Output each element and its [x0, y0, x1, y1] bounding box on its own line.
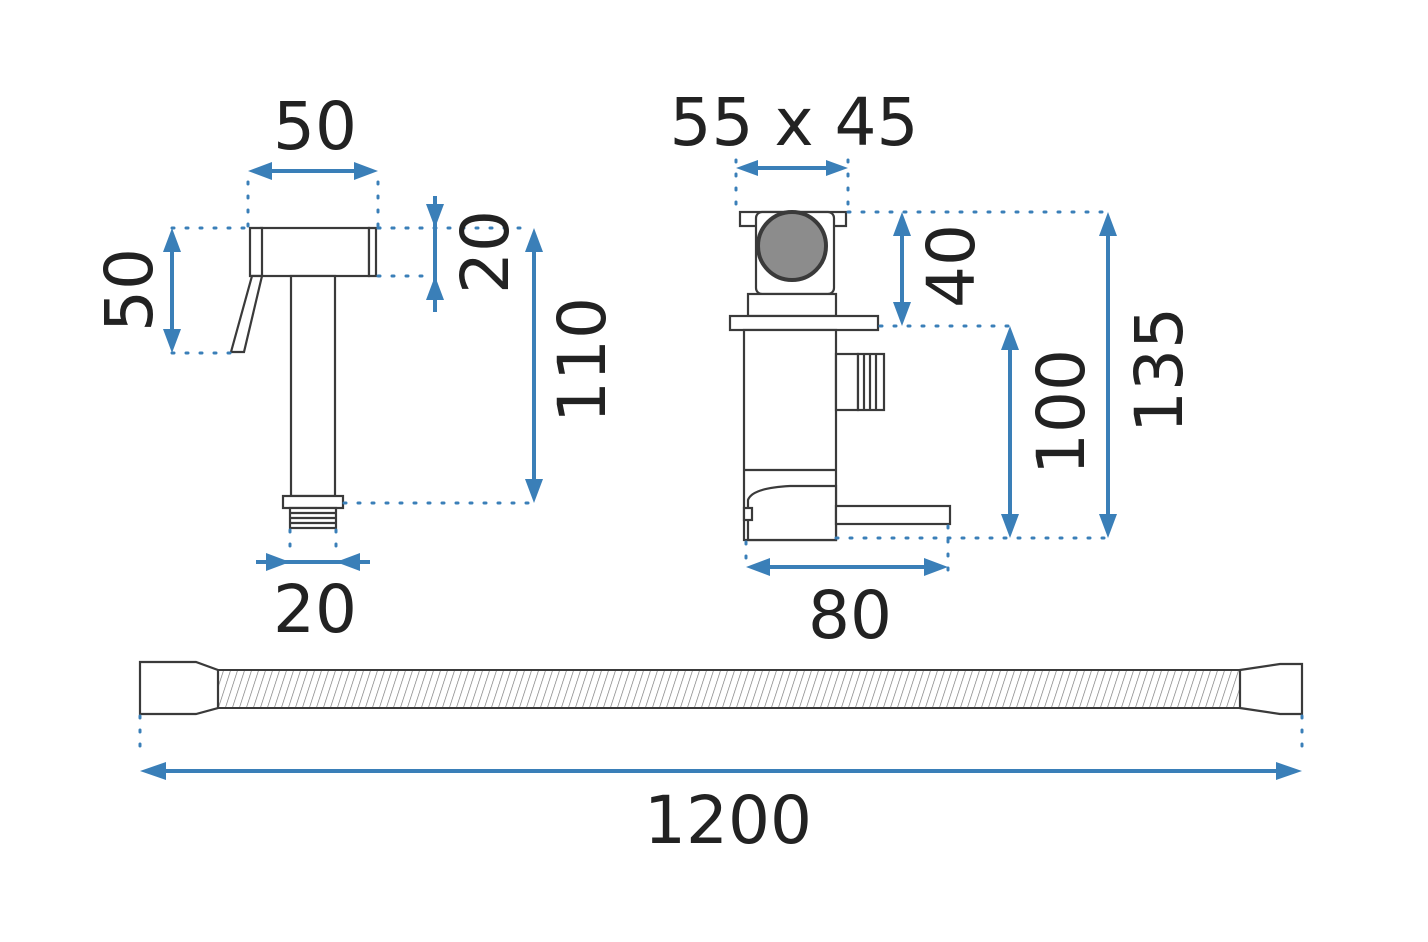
- hose-length-dimension: 1200: [140, 762, 1302, 859]
- valve-total-dimension: 135: [1099, 212, 1198, 538]
- hose-drawing: 1200: [138, 660, 1304, 859]
- sprayer-thread-dimension: 20: [256, 553, 370, 648]
- hose-right-nut: [1238, 662, 1304, 716]
- sprayer-thread: [288, 506, 338, 530]
- hose-length-label: 1200: [644, 782, 812, 859]
- sprayer-head: [229, 226, 378, 354]
- sprayer-head-height-dimension: 20: [426, 196, 524, 312]
- sprayer-left-height-label: 50: [91, 248, 168, 332]
- sprayer-width-label: 50: [273, 88, 357, 165]
- valve-body-label: 100: [1023, 349, 1100, 475]
- valve-handle-circle: [756, 210, 828, 282]
- valve-side-outlet: [834, 352, 886, 412]
- sprayer-total-height-dimension: 110: [525, 228, 621, 503]
- hose-left-nut: [138, 660, 220, 716]
- sprayer-left-height-dimension: 50: [91, 228, 181, 353]
- valve-body-dimension: 100: [1001, 326, 1100, 538]
- valve-extension-lines: [734, 158, 1112, 572]
- valve-plate-dimension: 55 x 45: [670, 84, 919, 176]
- hose-braided-section: [217, 669, 1241, 709]
- sprayer-stem: [281, 274, 345, 510]
- sprayer-thread-label: 20: [273, 571, 357, 648]
- valve-top-plate: [738, 210, 848, 296]
- sprayer-drawing: 50 50 20 110 20: [91, 88, 621, 648]
- valve-top-dimension: 40: [893, 212, 990, 326]
- valve-depth-dimension: 80: [746, 558, 948, 654]
- sprayer-total-height-label: 110: [544, 297, 621, 423]
- valve-top-label: 40: [913, 224, 990, 308]
- valve-drawing: 55 x 45 40 100 135 80: [670, 84, 1198, 654]
- valve-total-label: 135: [1121, 307, 1198, 433]
- valve-body: [728, 292, 952, 542]
- sprayer-extension-lines: [170, 180, 534, 554]
- valve-plate-label: 55 x 45: [670, 84, 919, 161]
- valve-depth-label: 80: [808, 577, 892, 654]
- sprayer-width-dimension: 50: [248, 88, 378, 180]
- sprayer-head-height-label: 20: [447, 210, 524, 294]
